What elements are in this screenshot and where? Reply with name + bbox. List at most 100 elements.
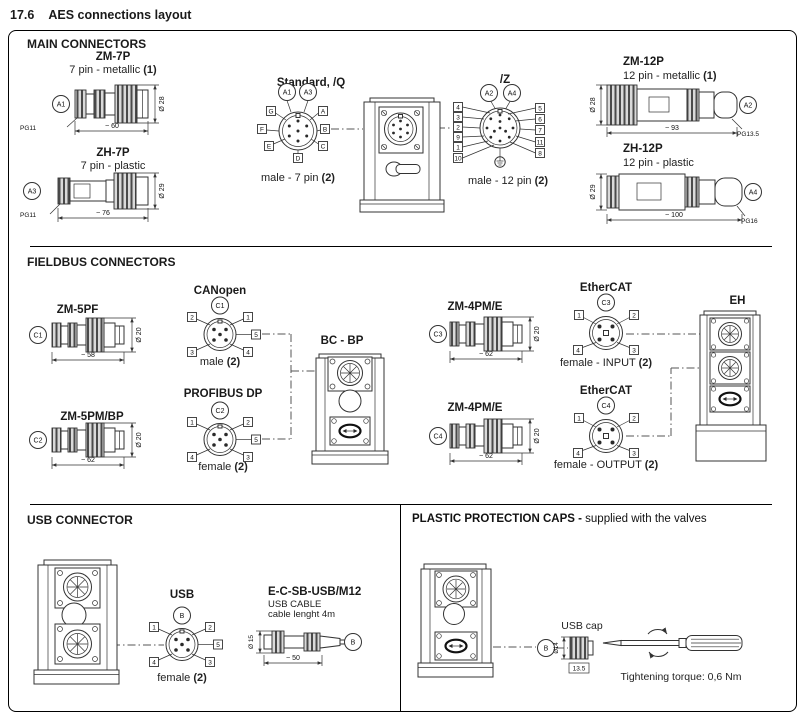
- zm7p-diameter: Ø 28: [159, 96, 166, 111]
- zm4pm-c3-length: ~ 62: [479, 351, 493, 358]
- usb-cable-diameter: Ø 15: [248, 635, 255, 649]
- ecat-out-title: EtherCAT: [579, 385, 633, 397]
- usb-cable-length: ~ 50: [286, 655, 300, 662]
- z-pin-10: 10: [454, 155, 462, 162]
- zh12p-subtitle: 12 pin - plastic: [623, 157, 694, 169]
- divider-main-fieldbus: [30, 246, 772, 247]
- zm7p-drawing: A1 PG11 ~ 60 Ø 28: [20, 84, 166, 135]
- z-pin-11: 11: [537, 139, 544, 146]
- profibus-caption: female (2): [198, 461, 248, 473]
- caps-heading-rest: supplied with the valves: [585, 513, 707, 525]
- zm4pm-c4-drawing: C4 ~ 62 Ø 20: [429, 418, 541, 465]
- eh-valve-drawing: [695, 310, 767, 462]
- divider-usb-caps: [400, 504, 401, 711]
- zm5pm-name: ZM-5PM/BP: [60, 411, 124, 423]
- z-pin-3: 3: [456, 114, 460, 121]
- zh7p-drawing: A3 PG11 ~ 76 Ø 29: [20, 172, 166, 222]
- usb-cap-width: 13.5: [573, 665, 586, 672]
- caps-heading-bold: PLASTIC PROTECTION CAPS -: [412, 513, 586, 525]
- z-pin-diagram: A2 A4 4 3 2 9 1 10 5 6 7 11 8: [453, 84, 545, 168]
- zm5pf-length: ~ 58: [81, 352, 95, 359]
- page-title-text: AES connections layout: [48, 8, 192, 22]
- divider-fieldbus-bottom: [30, 504, 772, 505]
- screwdriver-drawing: [602, 627, 743, 659]
- z-caption: male - 12 pin (2): [467, 175, 549, 187]
- main-connectors-heading: MAIN CONNECTORS: [27, 37, 147, 51]
- ecat-out-pin-diagram: C4 1 2 4 3: [573, 396, 639, 458]
- z-pin-4: 4: [456, 104, 460, 111]
- profibus-pin-1: 1: [190, 419, 194, 426]
- z-pin-2: 2: [456, 124, 460, 131]
- ecat-in-pin-diagram: C3 1 2 4 3: [573, 293, 639, 355]
- stdq-pin-b: B: [323, 126, 327, 133]
- stdq-pin-e: E: [267, 143, 272, 150]
- stdq-pin-c: C: [321, 143, 326, 150]
- canopen-ref: C1: [216, 303, 225, 310]
- stdq-caption: male - 7 pin (2): [261, 172, 335, 184]
- ground-icon: [494, 156, 506, 168]
- z-pin-5: 5: [538, 105, 542, 112]
- ecat-in-title: EtherCAT: [579, 282, 633, 294]
- zm4pm-c4-name: ZM-4PM/E: [447, 402, 503, 414]
- ecat-out-ref: C4: [602, 403, 611, 410]
- stdq-pin-g: G: [268, 108, 273, 115]
- usb-pin-1: 1: [152, 624, 156, 631]
- zm5pm-length: ~ 62: [81, 457, 95, 464]
- ecat-in-pin-1: 1: [577, 312, 581, 319]
- zm5pf-name: ZM-5PF: [56, 304, 99, 316]
- zm7p-thread: PG11: [20, 125, 37, 132]
- zm4pm-c3-name: ZM-4PM/E: [447, 301, 503, 313]
- usb-cap-ref: B: [544, 645, 549, 652]
- stdq-ref2: A3: [304, 89, 313, 96]
- caps-valve-drawing: [417, 563, 494, 678]
- zm5pm-diameter: Ø 20: [136, 432, 143, 447]
- usb-pin-3: 3: [208, 659, 212, 666]
- usb-cap-label: USB cap: [561, 620, 603, 632]
- z-ref1: A2: [485, 90, 494, 97]
- canopen-title: CANopen: [193, 285, 247, 297]
- zm12p-diameter: Ø 28: [590, 97, 597, 112]
- zh7p-diameter: Ø 29: [159, 183, 166, 198]
- profibus-pin-5: 5: [254, 437, 258, 444]
- usb-cable-drawing: B Ø 15 ~ 50: [248, 630, 362, 666]
- zm7p-length: ~ 60: [105, 123, 119, 130]
- z-ref2: A4: [508, 90, 517, 97]
- usb-pin-4: 4: [152, 659, 156, 666]
- usb-cable-name: E-C-SB-USB/M12: [268, 586, 362, 598]
- torque-note: Tightening torque: 0,6 Nm: [620, 671, 742, 683]
- canopen-pin-3: 3: [190, 349, 194, 356]
- stdq-pin-a: A: [321, 108, 326, 115]
- canopen-pin-2: 2: [190, 314, 194, 321]
- zm7p-ref: A1: [57, 101, 66, 108]
- z-pin-7: 7: [538, 127, 542, 134]
- z-pin-1: 1: [456, 144, 460, 151]
- profibus-title: PROFIBUS DP: [183, 388, 263, 400]
- rotation-arrow-icon: [647, 627, 668, 635]
- usb-cap-drawing: B Ø14 13.5: [537, 636, 594, 674]
- usb-cap-diameter: Ø14: [554, 642, 560, 654]
- usb-title: USB: [169, 589, 195, 601]
- canopen-pin-5: 5: [254, 332, 258, 339]
- zh7p-length: ~ 76: [96, 210, 110, 217]
- usb-cable-ref: B: [351, 639, 356, 646]
- zm5pm-drawing: C2 ~ 62 Ø 20: [29, 422, 143, 469]
- ecat-in-pin-2: 2: [632, 312, 636, 319]
- usb-port-icon: [338, 423, 362, 439]
- canopen-pin-1: 1: [246, 314, 250, 321]
- zh12p-ref: A4: [749, 189, 758, 196]
- z-pin-6: 6: [538, 116, 542, 123]
- profibus-ref: C2: [216, 408, 225, 415]
- stdq-pin-f: F: [260, 126, 264, 133]
- zm4pm-c4-diameter: Ø 20: [534, 428, 541, 443]
- usb-connector-heading: USB CONNECTOR: [27, 513, 133, 527]
- zm7p-subtitle: 7 pin - metallic (1): [69, 64, 157, 76]
- zm12p-length: ~ 93: [665, 125, 679, 132]
- zh12p-diameter: Ø 29: [590, 184, 597, 199]
- zm7p-name: ZM-7P: [95, 51, 131, 63]
- zm4pm-c3-ref: C3: [434, 331, 443, 338]
- zm4pm-c4-ref: C4: [434, 433, 443, 440]
- usb-pin-diagram: B 1 2 5 4 3: [149, 606, 223, 667]
- zm5pf-diameter: Ø 20: [136, 327, 143, 342]
